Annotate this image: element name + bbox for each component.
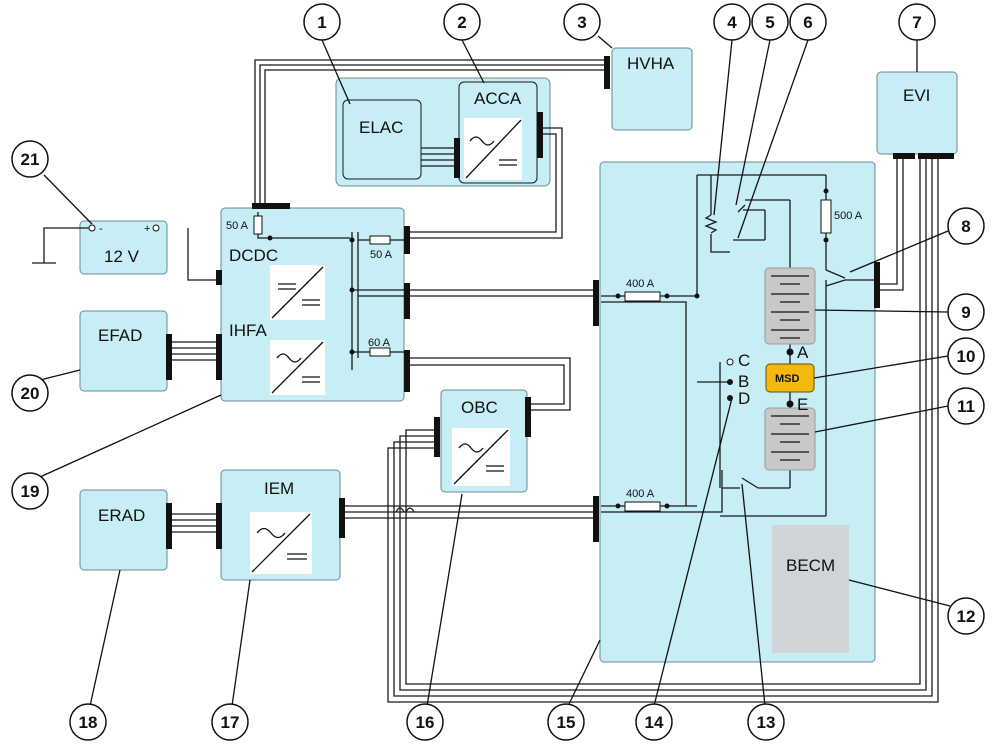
- dcdc-label: DCDC: [229, 246, 278, 265]
- callout-8: 8: [947, 207, 985, 245]
- fuse-500a-label: 500 A: [834, 210, 863, 222]
- terminal-b: B: [738, 372, 749, 391]
- wiring: [32, 59, 939, 703]
- svg-text:13: 13: [757, 713, 776, 732]
- battery-module-upper: [764, 267, 816, 345]
- callout-17: 17: [211, 703, 249, 741]
- svg-text:10: 10: [957, 347, 976, 366]
- precharge-resistor: [704, 214, 718, 234]
- callout-11: 11: [947, 387, 985, 425]
- callout-12: 12: [947, 597, 985, 635]
- svg-text:4: 4: [727, 13, 737, 32]
- terminal-e: E: [797, 395, 808, 414]
- acca-label: ACCA: [474, 89, 522, 108]
- iem-inverter-symbol: [250, 512, 312, 574]
- svg-text:1: 1: [317, 13, 326, 32]
- fuse-50a-b: [369, 235, 391, 245]
- terminal-a: A: [797, 343, 809, 362]
- svg-text:8: 8: [961, 217, 970, 236]
- callout-19: 19: [11, 472, 49, 510]
- svg-text:2: 2: [457, 13, 466, 32]
- fuse-50a-b-label: 50 A: [370, 249, 393, 261]
- fuse-60a-label: 60 A: [368, 337, 391, 349]
- erad-label: ERAD: [98, 506, 145, 525]
- svg-text:7: 7: [912, 13, 921, 32]
- efad-box: [79, 310, 168, 392]
- evi-box: [876, 71, 958, 155]
- svg-text:18: 18: [79, 713, 98, 732]
- callout-15: 15: [547, 703, 585, 741]
- fuse-400a-bottom: [624, 501, 661, 512]
- fuse-50a-a: [253, 215, 263, 235]
- elac-label: ELAC: [359, 118, 403, 137]
- terminal-d: D: [738, 389, 750, 408]
- svg-text:3: 3: [577, 13, 586, 32]
- obc-label: OBC: [461, 398, 498, 417]
- callout-10: 10: [947, 337, 985, 375]
- ihfa-label: IHFA: [229, 321, 267, 340]
- svg-text:5: 5: [765, 13, 774, 32]
- acca-inverter-symbol: [464, 118, 522, 180]
- callout-leaders: [39, 35, 951, 707]
- svg-text:12: 12: [957, 607, 976, 626]
- msd-label: MSD: [775, 373, 800, 385]
- callout-16: 16: [406, 703, 444, 741]
- callout-4: 4: [713, 3, 751, 41]
- becm-box: [772, 525, 849, 653]
- callout-2: 2: [443, 3, 481, 41]
- evi-label: EVI: [903, 86, 930, 105]
- callout-18: 18: [69, 703, 107, 741]
- callout-7: 7: [898, 3, 936, 41]
- erad-box: [79, 489, 168, 571]
- callout-13: 13: [747, 703, 785, 741]
- svg-text:14: 14: [645, 713, 664, 732]
- callout-20: 20: [11, 374, 49, 412]
- wire-crossovers: [395, 507, 415, 513]
- battery-12v-label: 12 V: [104, 247, 140, 266]
- svg-text:11: 11: [957, 397, 975, 416]
- efad-label: EFAD: [98, 326, 142, 345]
- callout-14: 14: [635, 703, 673, 741]
- hvha-box: [611, 47, 693, 131]
- svg-text:16: 16: [416, 713, 435, 732]
- dcdc-converter-symbol: [270, 265, 325, 320]
- becm-label: BECM: [786, 556, 835, 575]
- terminal-dots: [88, 188, 829, 509]
- svg-text:19: 19: [21, 482, 40, 501]
- svg-text:21: 21: [21, 150, 40, 169]
- svg-text:9: 9: [961, 303, 970, 322]
- battery-module-lower: [764, 407, 816, 471]
- terminal-minus: -: [99, 223, 103, 235]
- elac-box: [342, 99, 422, 180]
- callout-5: 5: [751, 3, 789, 41]
- terminal-plus: +: [144, 223, 150, 235]
- svg-text:6: 6: [803, 13, 812, 32]
- battery-12v-box: [79, 220, 168, 275]
- fuse-400a-bottom-label: 400 A: [626, 488, 655, 500]
- hvha-label: HVHA: [627, 54, 675, 73]
- svg-text:20: 20: [21, 384, 40, 403]
- callout-1: 1: [303, 3, 341, 41]
- callout-21: 21: [11, 140, 49, 178]
- svg-text:17: 17: [221, 713, 240, 732]
- callout-6: 6: [789, 3, 827, 41]
- callout-9: 9: [947, 293, 985, 331]
- connectors: [166, 56, 954, 549]
- fuse-400a-top-label: 400 A: [626, 278, 655, 290]
- iem-label: IEM: [264, 479, 294, 498]
- svg-text:15: 15: [557, 713, 576, 732]
- fuse-400a-top: [624, 291, 661, 302]
- callout-3: 3: [563, 3, 601, 41]
- obc-charger-symbol: [452, 428, 510, 486]
- ihfa-inverter-symbol: [270, 340, 325, 395]
- fuse-500a: [820, 199, 832, 234]
- fuse-50a-a-label: 50 A: [226, 220, 249, 232]
- fuse-60a: [369, 347, 391, 357]
- terminal-c: C: [738, 351, 750, 370]
